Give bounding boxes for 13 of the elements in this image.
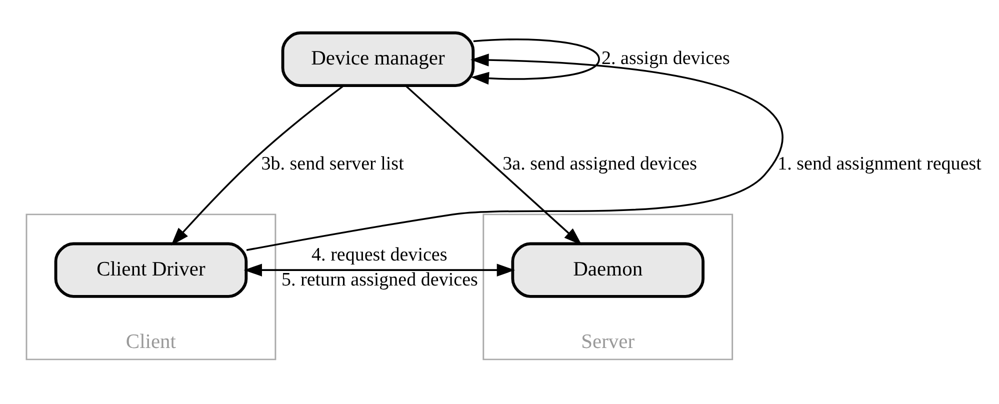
edge-label: 1. send assignment request	[778, 154, 982, 175]
arrow	[405, 85, 582, 246]
edge-label: 4. request devices	[312, 244, 448, 266]
edge-label: 5. return assigned devices	[281, 269, 478, 290]
arrow	[246, 54, 783, 252]
arrow	[171, 85, 344, 246]
arrow	[470, 38, 600, 85]
node-box: Daemon	[511, 242, 705, 298]
edge-label: 3a. send assigned devices	[502, 154, 697, 175]
edge-label: 2. assign devices	[602, 48, 730, 70]
edge-label: 3b. send server list	[261, 154, 404, 175]
node-box: Device manager	[281, 31, 475, 88]
node-box: Client Driver	[54, 242, 248, 298]
